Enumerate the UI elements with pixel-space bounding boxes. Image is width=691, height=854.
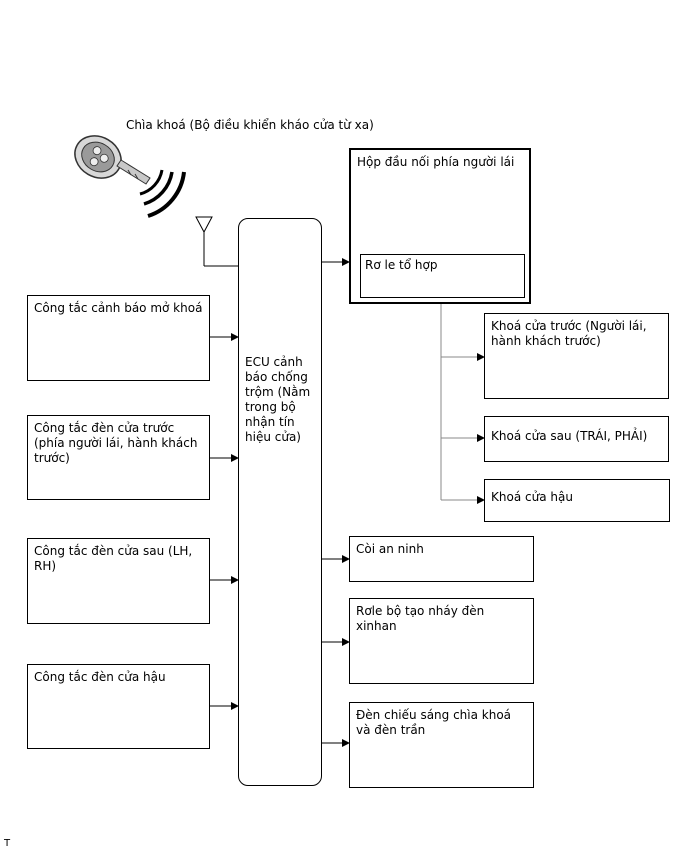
corner-mark: T xyxy=(4,838,11,849)
output-box-turn-signal: Rơle bộ tạo nháy đèn xinhan xyxy=(349,598,534,684)
lock-box-front: Khoá cửa trước (Người lái, hành khách tr… xyxy=(484,313,669,399)
lock-label: Khoá cửa hậu xyxy=(491,490,573,504)
antenna-icon xyxy=(195,216,238,267)
output-label: Rơle bộ tạo nháy đèn xinhan xyxy=(356,604,485,633)
input-label: Công tắc cảnh báo mở khoá xyxy=(34,301,203,315)
lock-label: Khoá cửa trước (Người lái, hành khách tr… xyxy=(491,319,647,348)
lock-label: Khoá cửa sau (TRÁI, PHẢI) xyxy=(491,429,648,443)
output-box-horn: Còi an ninh xyxy=(349,536,534,582)
input-box-rear-door: Công tắc đèn cửa sau (LH, RH) xyxy=(27,538,210,624)
input-box-front-door: Công tắc đèn cửa trước (phía người lái, … xyxy=(27,415,210,500)
lock-box-rear: Khoá cửa sau (TRÁI, PHẢI) xyxy=(484,416,669,462)
input-label: Công tắc đèn cửa sau (LH, RH) xyxy=(34,544,193,573)
output-label: Còi an ninh xyxy=(356,542,424,556)
output-box-illumination: Đèn chiếu sáng chìa khoá và đèn trần xyxy=(349,702,534,788)
input-box-unlock-warning: Công tắc cảnh báo mở khoá xyxy=(27,295,210,381)
key-fob-icon xyxy=(74,135,151,185)
junction-box: Hộp đầu nối phía người lái Rơ le tổ hợp xyxy=(349,148,531,304)
key-fob-label: Chìa khoá (Bộ điều khiển kháo cửa từ xa) xyxy=(126,118,374,132)
junction-box-title: Hộp đầu nối phía người lái xyxy=(357,155,515,169)
input-label: Công tắc đèn cửa hậu xyxy=(34,670,166,684)
radio-wave-icon xyxy=(139,169,186,218)
lock-box-back: Khoá cửa hậu xyxy=(484,479,670,522)
relay-box: Rơ le tổ hợp xyxy=(360,254,525,298)
ecu-security-box: ECU cảnh báo chống trộm (Nằm trong bộ nh… xyxy=(238,218,322,786)
relay-label: Rơ le tổ hợp xyxy=(365,258,438,272)
input-label: Công tắc đèn cửa trước (phía người lái, … xyxy=(34,421,198,465)
output-label: Đèn chiếu sáng chìa khoá và đèn trần xyxy=(356,708,512,737)
ecu-label: ECU cảnh báo chống trộm (Nằm trong bộ nh… xyxy=(245,355,311,444)
input-box-back-door: Công tắc đèn cửa hậu xyxy=(27,664,210,749)
